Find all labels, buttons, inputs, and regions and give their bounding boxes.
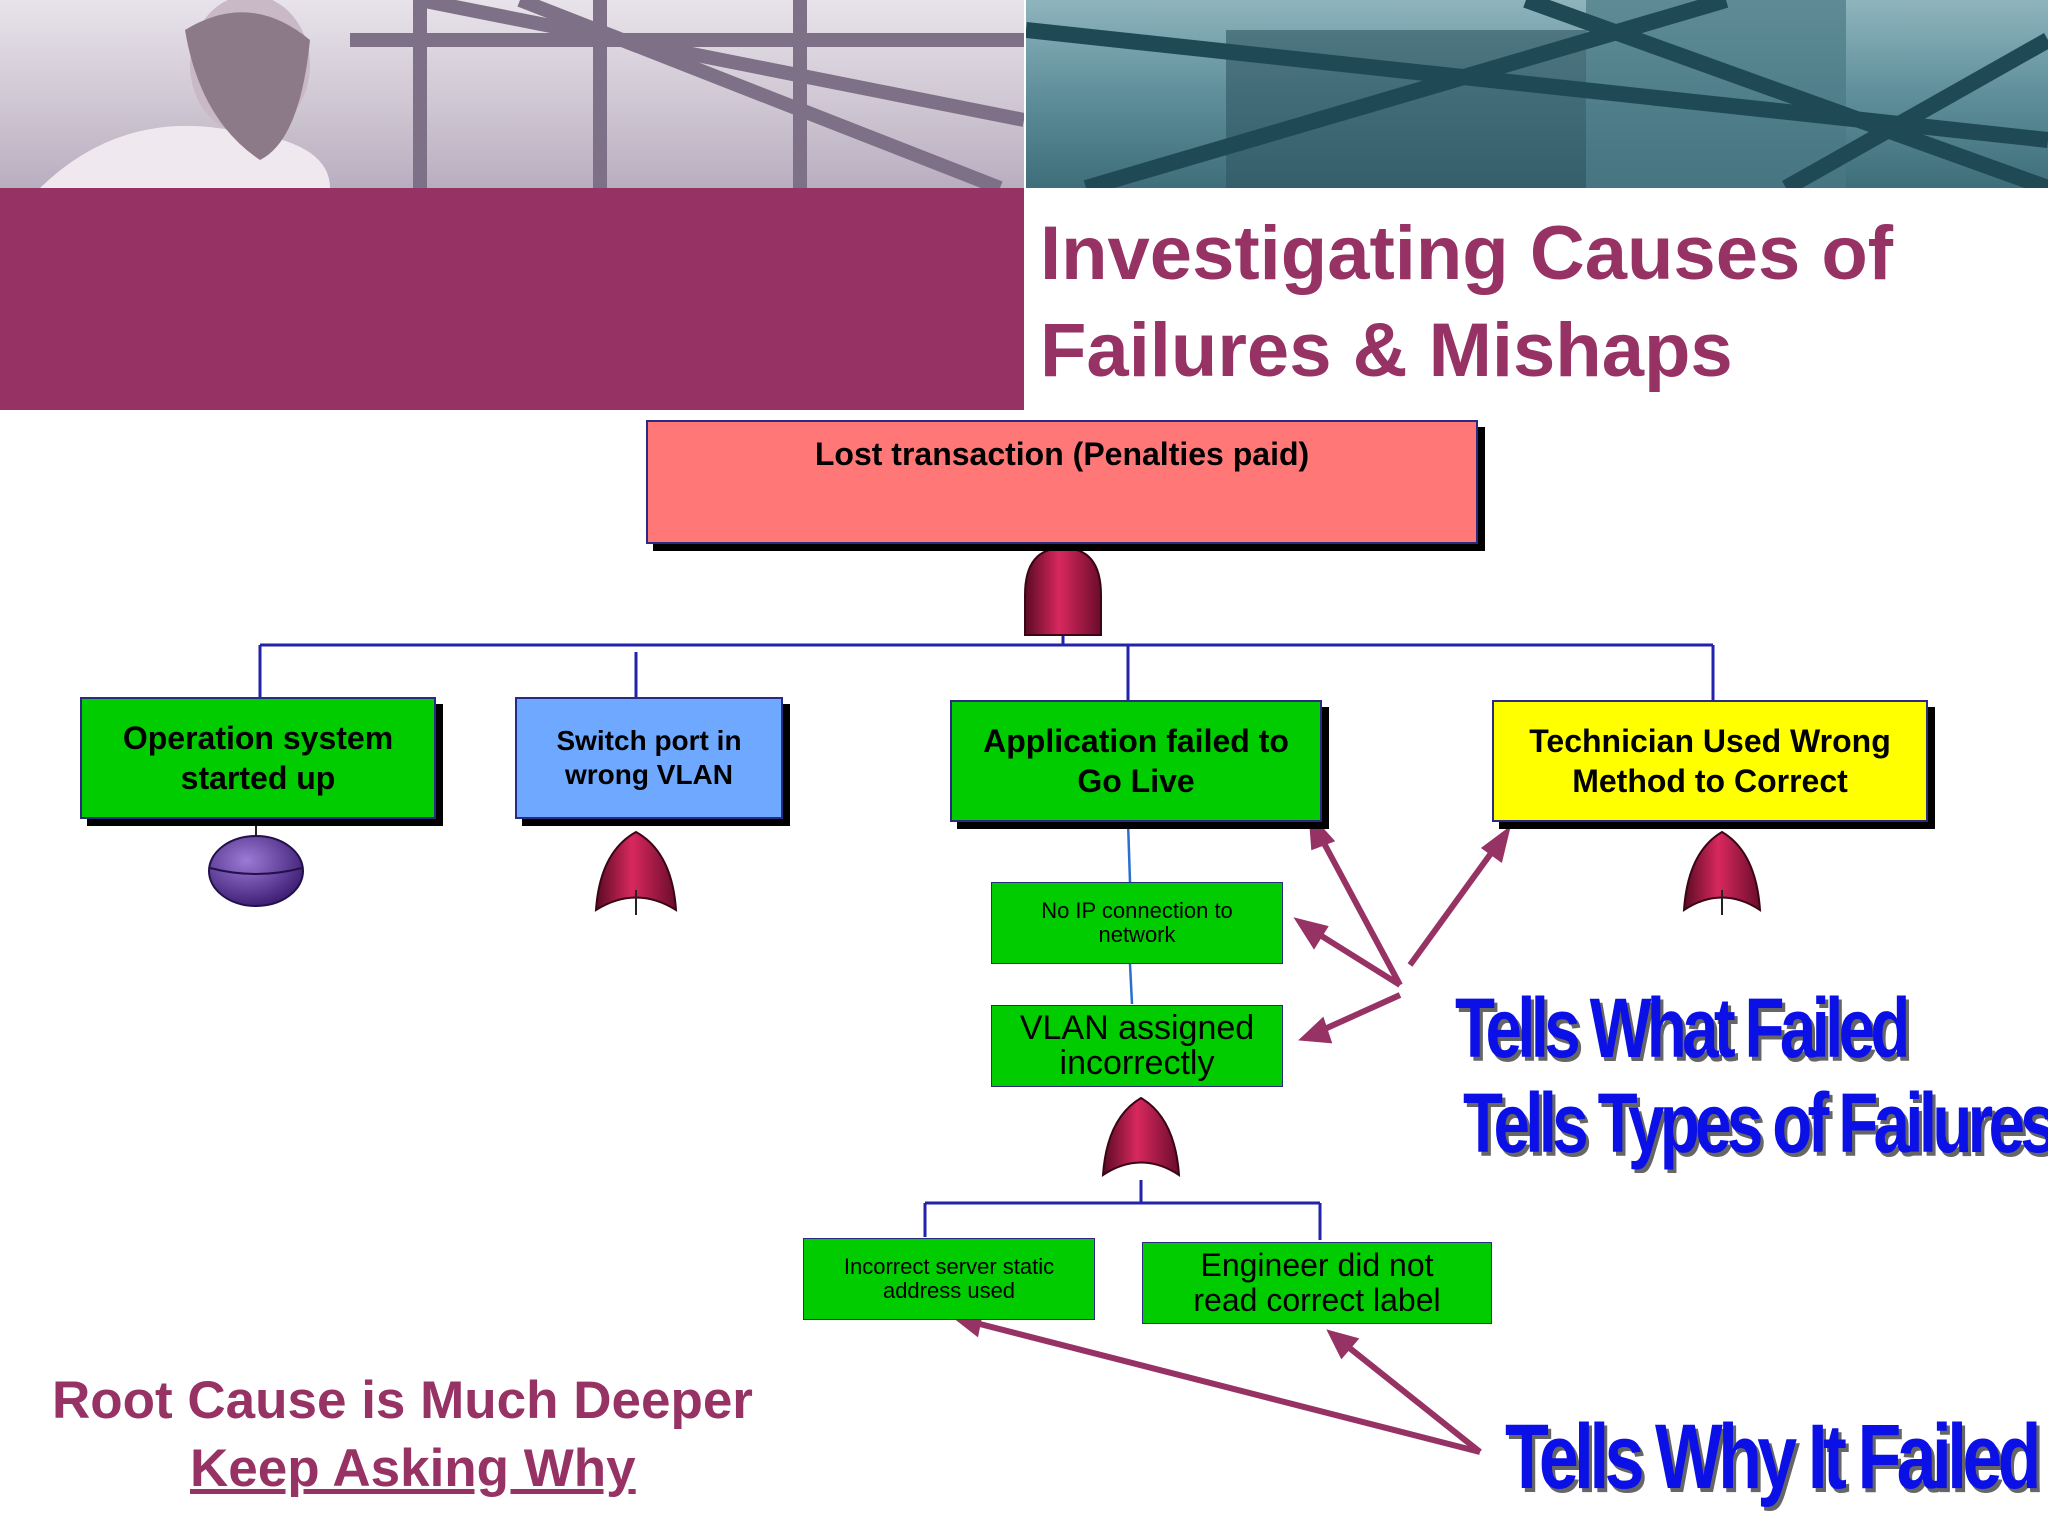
- incorrect-server-box: Incorrect server static address used: [803, 1238, 1095, 1320]
- vlan-label-2: incorrectly: [1059, 1044, 1215, 1082]
- building-frame-illustration: [40, 0, 1024, 188]
- keep-asking-why-text: Keep Asking Why: [190, 1439, 636, 1498]
- no-ip-box: No IP connection to network: [991, 882, 1283, 964]
- title-line-1: Investigating Causes of: [1040, 211, 1894, 296]
- bottom-branch-lines: [923, 1180, 1322, 1240]
- or-gate-top: [1024, 546, 1102, 636]
- maroon-header-band: [0, 188, 1024, 410]
- top-event-box: Lost transaction (Penalties paid): [646, 420, 1478, 544]
- switch-port-label-1: Switch port in: [556, 725, 742, 756]
- title-line-2: Failures & Mishaps: [1040, 308, 1733, 393]
- technician-box: Technician Used Wrong Method to Correct: [1492, 700, 1928, 822]
- top-event-label: Lost transaction (Penalties paid): [814, 436, 1310, 472]
- app-failed-label-1: Application failed to: [983, 723, 1289, 759]
- incorrect-server-label-2: address used: [882, 1278, 1016, 1303]
- annotation-arrows: [951, 811, 1511, 1455]
- no-ip-label-1: No IP connection to: [1041, 898, 1233, 923]
- no-ip-label-2: network: [1098, 922, 1176, 947]
- glass-building-illustration: [1026, 0, 2048, 188]
- app-branch-lines: [1126, 821, 1134, 1005]
- note-why-failed: Tells Why It Failed: [1505, 1406, 2041, 1508]
- operation-system-label: Operation system started up: [122, 720, 394, 796]
- operation-system-box: Operation system started up: [80, 697, 436, 819]
- header-photo-left: [0, 0, 1024, 188]
- app-failed-box: Application failed to Go Live: [950, 700, 1322, 822]
- or-gate-vlan: [1101, 1096, 1181, 1177]
- basic-event-ball: [208, 822, 304, 907]
- vlan-box: VLAN assigned incorrectly: [991, 1005, 1283, 1087]
- note-types-of-failures: Tells Types of Failures: [1463, 1076, 2048, 1170]
- switch-port-box: Switch port in wrong VLAN: [515, 697, 783, 819]
- top-branch-lines: [258, 630, 1715, 700]
- engineer-label-1: Engineer did not: [1200, 1247, 1434, 1283]
- note-what-failed: Tells What Failed: [1455, 981, 1910, 1075]
- root-cause-text: Root Cause is Much Deeper: [52, 1371, 753, 1430]
- engineer-label-2: read correct label: [1193, 1282, 1441, 1318]
- person-figure: [40, 0, 330, 188]
- header-photo-right: [1026, 0, 2048, 188]
- app-failed-label-2: Go Live: [1077, 763, 1195, 799]
- slide-title: Investigating Causes of Failures & Misha…: [1040, 205, 2040, 399]
- vlan-label-1: VLAN assigned: [1019, 1009, 1255, 1047]
- technician-label-1: Technician Used Wrong: [1529, 723, 1891, 759]
- switch-port-label-2: wrong VLAN: [565, 759, 733, 790]
- incorrect-server-label-1: Incorrect server static: [843, 1254, 1055, 1279]
- or-gate-technician: [1682, 830, 1762, 915]
- technician-label-2: Method to Correct: [1572, 763, 1848, 799]
- or-gate-switch: [594, 830, 678, 915]
- engineer-box: Engineer did not read correct label: [1142, 1242, 1492, 1324]
